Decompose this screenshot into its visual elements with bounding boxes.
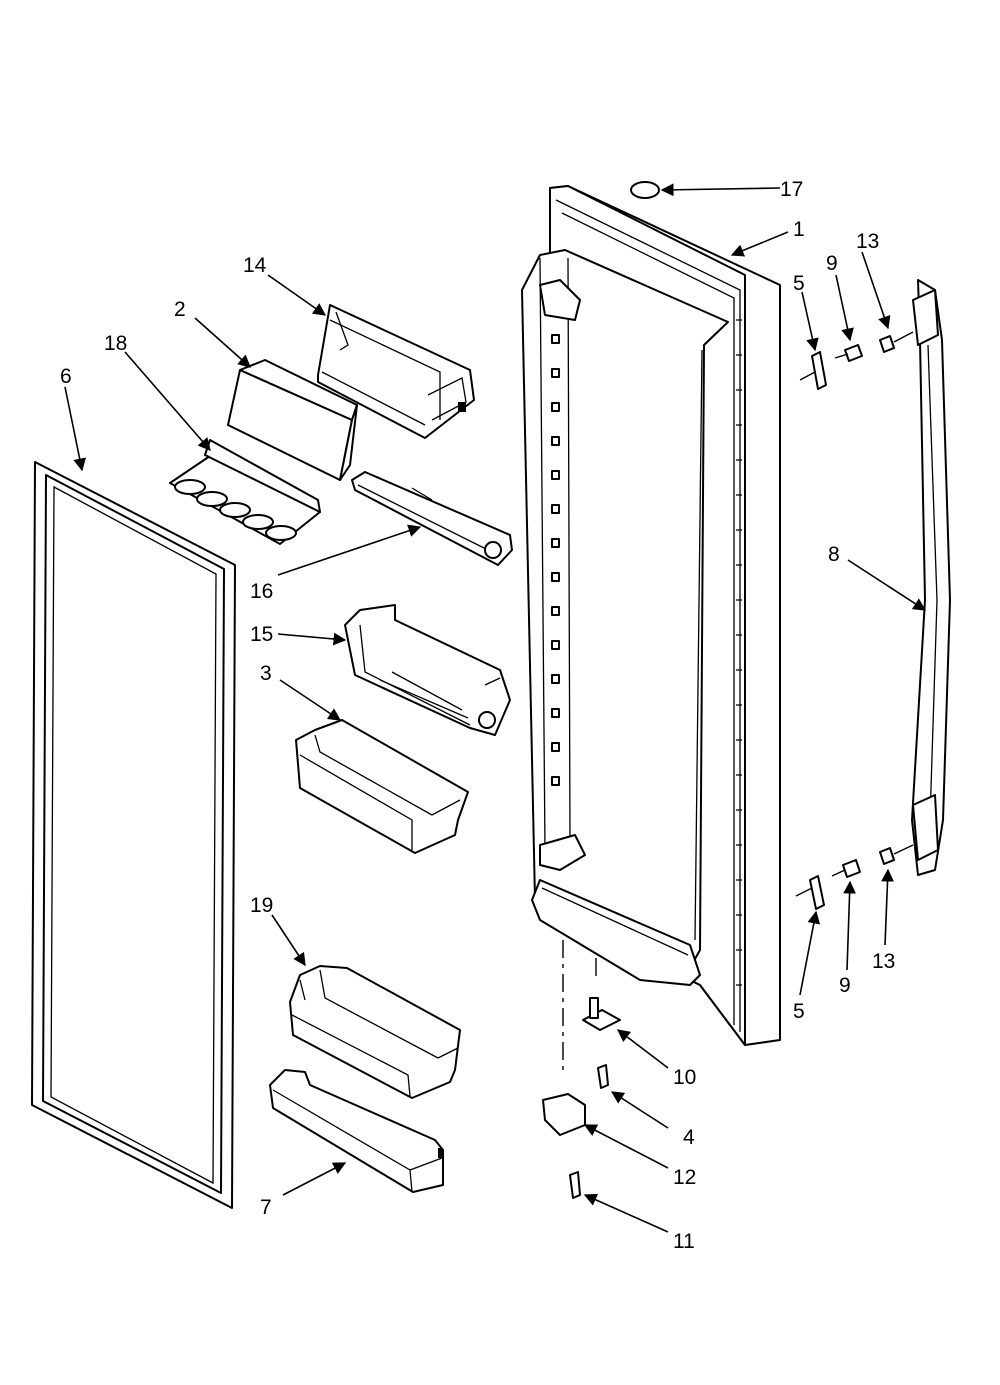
egg-tray-part [169,439,321,545]
dairy-bin-part [317,304,475,439]
door-gasket-part [31,461,236,1209]
callout-10: 10 [673,1066,696,1089]
callout-4: 4 [683,1126,695,1149]
door-bin-upper-part [295,719,469,854]
callout-2: 2 [174,298,186,321]
callout-5-upper: 5 [793,272,805,295]
callout-1: 1 [793,218,805,241]
shelf-rail-part [269,1069,444,1193]
callout-8: 8 [828,543,840,566]
can-rack-part [344,604,511,736]
callout-labels: 17 1 13 9 5 14 2 18 6 16 15 8 3 19 13 9 … [60,178,895,1253]
leader-lines [64,183,927,1233]
callout-17: 17 [780,178,803,201]
callout-13-lower: 13 [872,950,895,973]
callout-9-lower: 9 [839,974,851,997]
callout-3: 3 [260,662,272,685]
door-handle-part [911,279,951,876]
plug-part [630,181,660,199]
utility-shelf-part [351,471,513,566]
upper-hardware [799,331,914,390]
callout-14: 14 [243,254,267,277]
callout-9-upper: 9 [826,252,838,275]
callout-15: 15 [250,623,273,646]
door-assembly-part [521,185,781,1046]
shelf-nubs [551,334,560,786]
callout-5-lower: 5 [793,1000,805,1023]
lower-hardware [795,844,914,910]
callout-13-upper: 13 [856,230,879,253]
callout-7: 7 [260,1196,272,1219]
callout-19: 19 [250,894,273,917]
hinge-hardware [542,940,621,1199]
callout-12: 12 [673,1166,696,1189]
door-seal-ticks [736,319,742,986]
callout-16: 16 [250,580,273,603]
callout-6: 6 [60,365,72,388]
callout-11: 11 [673,1230,695,1253]
door-bin-lower-part [289,965,461,1099]
callout-18: 18 [104,332,127,355]
dairy-door-part [227,359,358,481]
